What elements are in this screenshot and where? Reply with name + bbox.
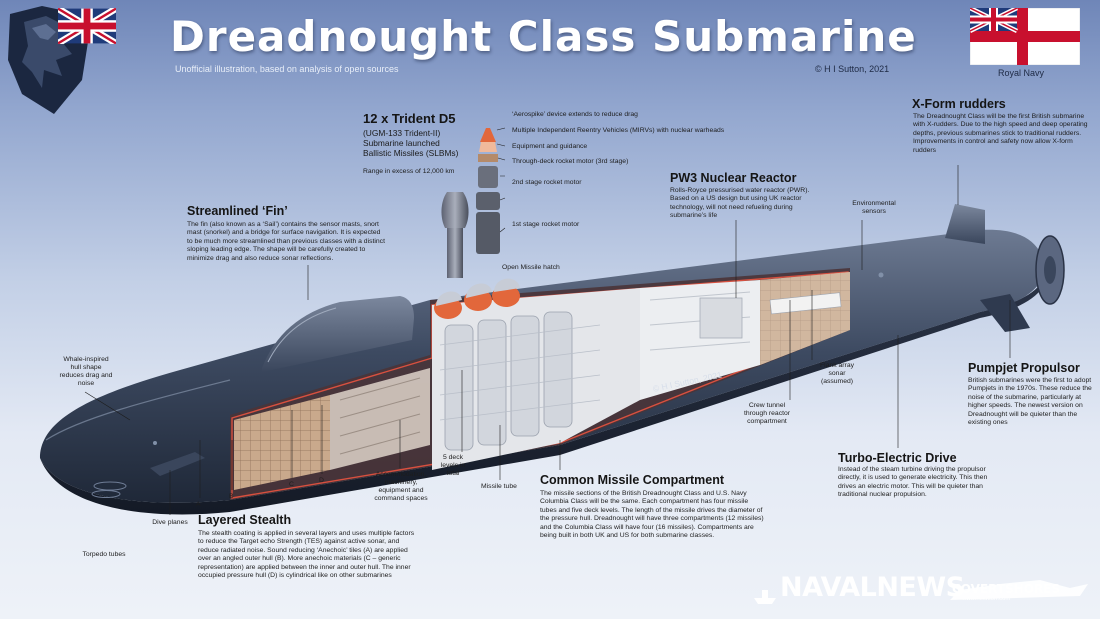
missile-hatch-label: Open Missile hatch xyxy=(502,264,560,271)
environmental-sensors-label: Environmental sensors xyxy=(852,200,896,216)
reactor-text: Rolls-Royce pressurised water reactor (P… xyxy=(670,187,810,220)
trident-part-third-stage: Through-deck rocket motor (3rd stage) xyxy=(512,158,629,165)
royal-navy-label: Royal Navy xyxy=(998,68,1045,78)
whale-hull-label: Whale-inspired hull shape reduces drag a… xyxy=(59,356,113,388)
missile-compartment-text: The missile sections of the British Drea… xyxy=(540,490,764,540)
x-form-rudders-title: X-Form rudders xyxy=(912,97,1006,111)
dive-planes-label: Dive planes xyxy=(152,519,188,526)
page-title: Dreadnought Class Submarine xyxy=(170,12,917,61)
stealth-title: Layered Stealth xyxy=(198,513,292,527)
covert-shores-logo: COVERTSHORES xyxy=(952,582,1061,596)
label-a: A xyxy=(196,501,201,508)
flank-array-label: Flank array sonar (assumed) xyxy=(820,362,854,386)
subtitle: Unofficial illustration, based on analys… xyxy=(175,64,399,74)
naval-news-logo: NAVALNEWS xyxy=(780,572,965,603)
credit: © H I Sutton, 2021 xyxy=(815,64,890,74)
trident-part-second-stage: 2nd stage rocket motor xyxy=(512,179,582,186)
trident-part-mirv: Multiple Independent Reentry Vehicles (M… xyxy=(512,127,725,134)
trident-part-guidance: Equipment and guidance xyxy=(512,143,588,150)
label-b: B xyxy=(229,493,234,500)
trident-subtitle-line: Ballistic Missiles (SLBMs) xyxy=(363,147,459,158)
trident-title: 12 x Trident D5 xyxy=(363,111,456,126)
missile-compartment-title: Common Missile Compartment xyxy=(540,473,725,487)
pumpjet-title: Pumpjet Propulsor xyxy=(968,361,1080,375)
trident-part-first-stage: 1st stage rocket motor xyxy=(512,221,580,228)
reactor-title: PW3 Nuclear Reactor xyxy=(670,171,797,185)
x-form-rudders-text: The Dreadnought Class will be the first … xyxy=(913,113,1088,154)
torpedo-tubes-label: Torpedo tubes xyxy=(82,551,126,558)
fin-title: Streamlined ‘Fin’ xyxy=(187,204,288,218)
trident-subtitle-line: Submarine launched xyxy=(363,137,440,148)
stealth-text: The stealth coating is applied in severa… xyxy=(198,530,415,580)
deck-levels-label: 5 deck levels in total xyxy=(440,454,466,478)
accommodation-label: Accommodation, machinery, equipment and … xyxy=(374,471,428,503)
white-ensign-flag xyxy=(970,8,1080,65)
missile-tube-label: Missile tube xyxy=(481,483,517,490)
trident-subtitle-line: (UGM-133 Trident-II) xyxy=(363,128,441,138)
trident-range: Range in excess of 12,000 km xyxy=(363,168,455,175)
trident-subtitle: (UGM-133 Trident-II) Submarine launched … xyxy=(363,128,483,159)
turbo-electric-text: Instead of the steam turbine driving the… xyxy=(838,466,988,499)
label-c: C xyxy=(289,481,294,488)
trident-part-aerospike: ‘Aerospike’ device extends to reduce dra… xyxy=(512,111,638,118)
label-d: D xyxy=(319,477,324,484)
fin-text: The fin (also known as a ‘Sail’) contain… xyxy=(187,221,385,262)
turbo-electric-title: Turbo-Electric Drive xyxy=(838,451,957,465)
crew-tunnel-label: Crew tunnel through reactor compartment xyxy=(743,402,791,426)
union-jack-flag xyxy=(58,8,116,44)
covert-shores-url: www.hisutton.com xyxy=(962,596,1011,602)
pumpjet-text: British submarines were the first to ado… xyxy=(968,377,1092,427)
